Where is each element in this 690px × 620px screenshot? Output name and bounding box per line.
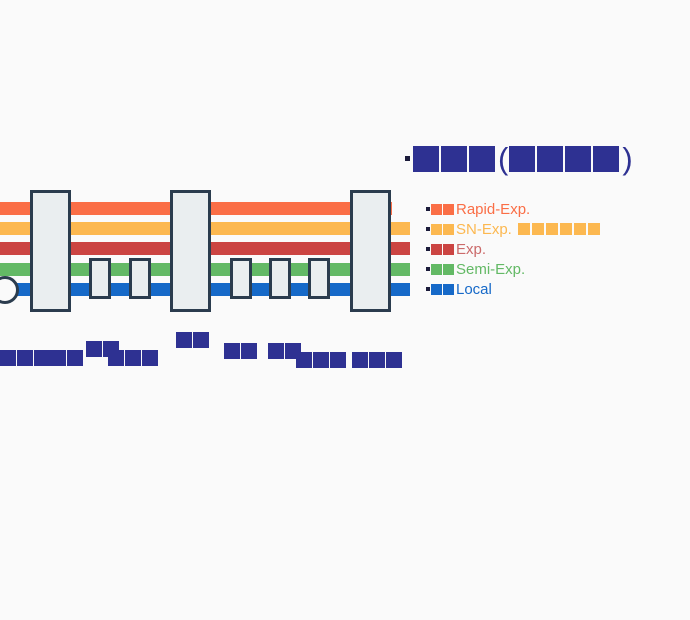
legend-dot-icon bbox=[426, 227, 430, 231]
legend-item-exp[interactable]: Exp. bbox=[426, 239, 602, 259]
station-label-8 bbox=[352, 352, 403, 368]
legend-label: Local bbox=[456, 280, 492, 298]
station-box-minor-2[interactable] bbox=[129, 258, 151, 299]
legend-label: Rapid-Exp. bbox=[456, 200, 531, 218]
station-box-major-7[interactable] bbox=[350, 190, 391, 312]
legend-swatch-icon bbox=[431, 203, 442, 215]
missing-glyph-box bbox=[565, 145, 592, 172]
missing-glyph-box bbox=[296, 352, 312, 368]
station-label-1 bbox=[50, 350, 84, 366]
missing-glyph-box bbox=[369, 352, 385, 368]
title-close-paren: ) bbox=[622, 141, 633, 176]
legend-swatch-icon bbox=[431, 263, 442, 275]
legend-label: Exp. bbox=[456, 240, 487, 258]
station-box-minor-4[interactable] bbox=[230, 258, 252, 299]
missing-glyph-box bbox=[593, 145, 620, 172]
missing-glyph-box bbox=[386, 352, 402, 368]
missing-glyph-box bbox=[125, 350, 141, 366]
missing-glyph-box bbox=[67, 350, 83, 366]
legend-swatch-icon bbox=[443, 223, 454, 235]
legend-swatch-icon bbox=[443, 243, 454, 255]
legend-dot-icon bbox=[426, 207, 430, 211]
legend-swatch-icon bbox=[443, 283, 454, 295]
legend-swatch-icon bbox=[443, 263, 454, 275]
station-box-major-3[interactable] bbox=[170, 190, 211, 312]
legend-marker-icon bbox=[426, 263, 456, 275]
legend-label: Semi-Exp. bbox=[456, 260, 526, 278]
station-label-7 bbox=[296, 352, 347, 368]
legend-marker-icon bbox=[426, 283, 456, 295]
title-bullet-icon bbox=[405, 156, 410, 161]
legend-label-missing-glyphs bbox=[517, 223, 602, 235]
missing-glyph-box bbox=[469, 145, 495, 172]
missing-glyph-box bbox=[559, 223, 572, 235]
legend-dot-icon bbox=[426, 287, 430, 291]
missing-glyph-box bbox=[313, 352, 329, 368]
missing-glyph-box bbox=[86, 341, 102, 357]
missing-glyph-box bbox=[193, 332, 209, 348]
title-open-paren: ( bbox=[498, 141, 509, 176]
missing-glyph-box bbox=[17, 350, 33, 366]
station-box-minor-6[interactable] bbox=[308, 258, 330, 299]
missing-glyph-box bbox=[0, 350, 16, 366]
missing-glyph-box bbox=[268, 343, 284, 359]
missing-glyph-box bbox=[176, 332, 192, 348]
legend-swatch-icon bbox=[431, 283, 442, 295]
missing-glyph-box bbox=[50, 350, 66, 366]
legend: Rapid-Exp. SN-Exp. Exp. Semi-Exp. Local bbox=[426, 199, 602, 299]
missing-glyph-box bbox=[142, 350, 158, 366]
legend-swatch-icon bbox=[443, 203, 454, 215]
station-box-minor-5[interactable] bbox=[269, 258, 291, 299]
station-label-5 bbox=[224, 343, 258, 359]
missing-glyph-box bbox=[509, 145, 536, 172]
legend-item-rapid-exp[interactable]: Rapid-Exp. bbox=[426, 199, 602, 219]
missing-glyph-box bbox=[441, 145, 467, 172]
legend-dot-icon bbox=[426, 247, 430, 251]
missing-glyph-box bbox=[224, 343, 240, 359]
missing-glyph-box bbox=[573, 223, 586, 235]
page-title: () bbox=[405, 143, 634, 174]
missing-glyph-box bbox=[330, 352, 346, 368]
missing-glyph-box bbox=[413, 145, 439, 172]
missing-glyph-box bbox=[587, 223, 600, 235]
legend-swatch-icon bbox=[431, 243, 442, 255]
legend-marker-icon bbox=[426, 243, 456, 255]
missing-glyph-box bbox=[34, 350, 50, 366]
station-label-4 bbox=[176, 332, 210, 348]
legend-marker-icon bbox=[426, 223, 456, 235]
legend-label: SN-Exp. bbox=[456, 220, 512, 238]
legend-item-local[interactable]: Local bbox=[426, 279, 602, 299]
legend-dot-icon bbox=[426, 267, 430, 271]
missing-glyph-box bbox=[531, 223, 544, 235]
station-box-minor-1[interactable] bbox=[89, 258, 111, 299]
terminus-marker-circle bbox=[0, 276, 19, 304]
station-label-0 bbox=[0, 350, 51, 366]
missing-glyph-box bbox=[517, 223, 530, 235]
legend-marker-icon bbox=[426, 203, 456, 215]
missing-glyph-box bbox=[537, 145, 564, 172]
legend-swatch-icon bbox=[431, 223, 442, 235]
missing-glyph-box bbox=[545, 223, 558, 235]
legend-item-semi-exp[interactable]: Semi-Exp. bbox=[426, 259, 602, 279]
station-label-3 bbox=[108, 350, 159, 366]
missing-glyph-box bbox=[241, 343, 257, 359]
missing-glyph-box bbox=[108, 350, 124, 366]
station-box-major-0[interactable] bbox=[30, 190, 71, 312]
missing-glyph-box bbox=[352, 352, 368, 368]
legend-item-sn-exp[interactable]: SN-Exp. bbox=[426, 219, 602, 239]
